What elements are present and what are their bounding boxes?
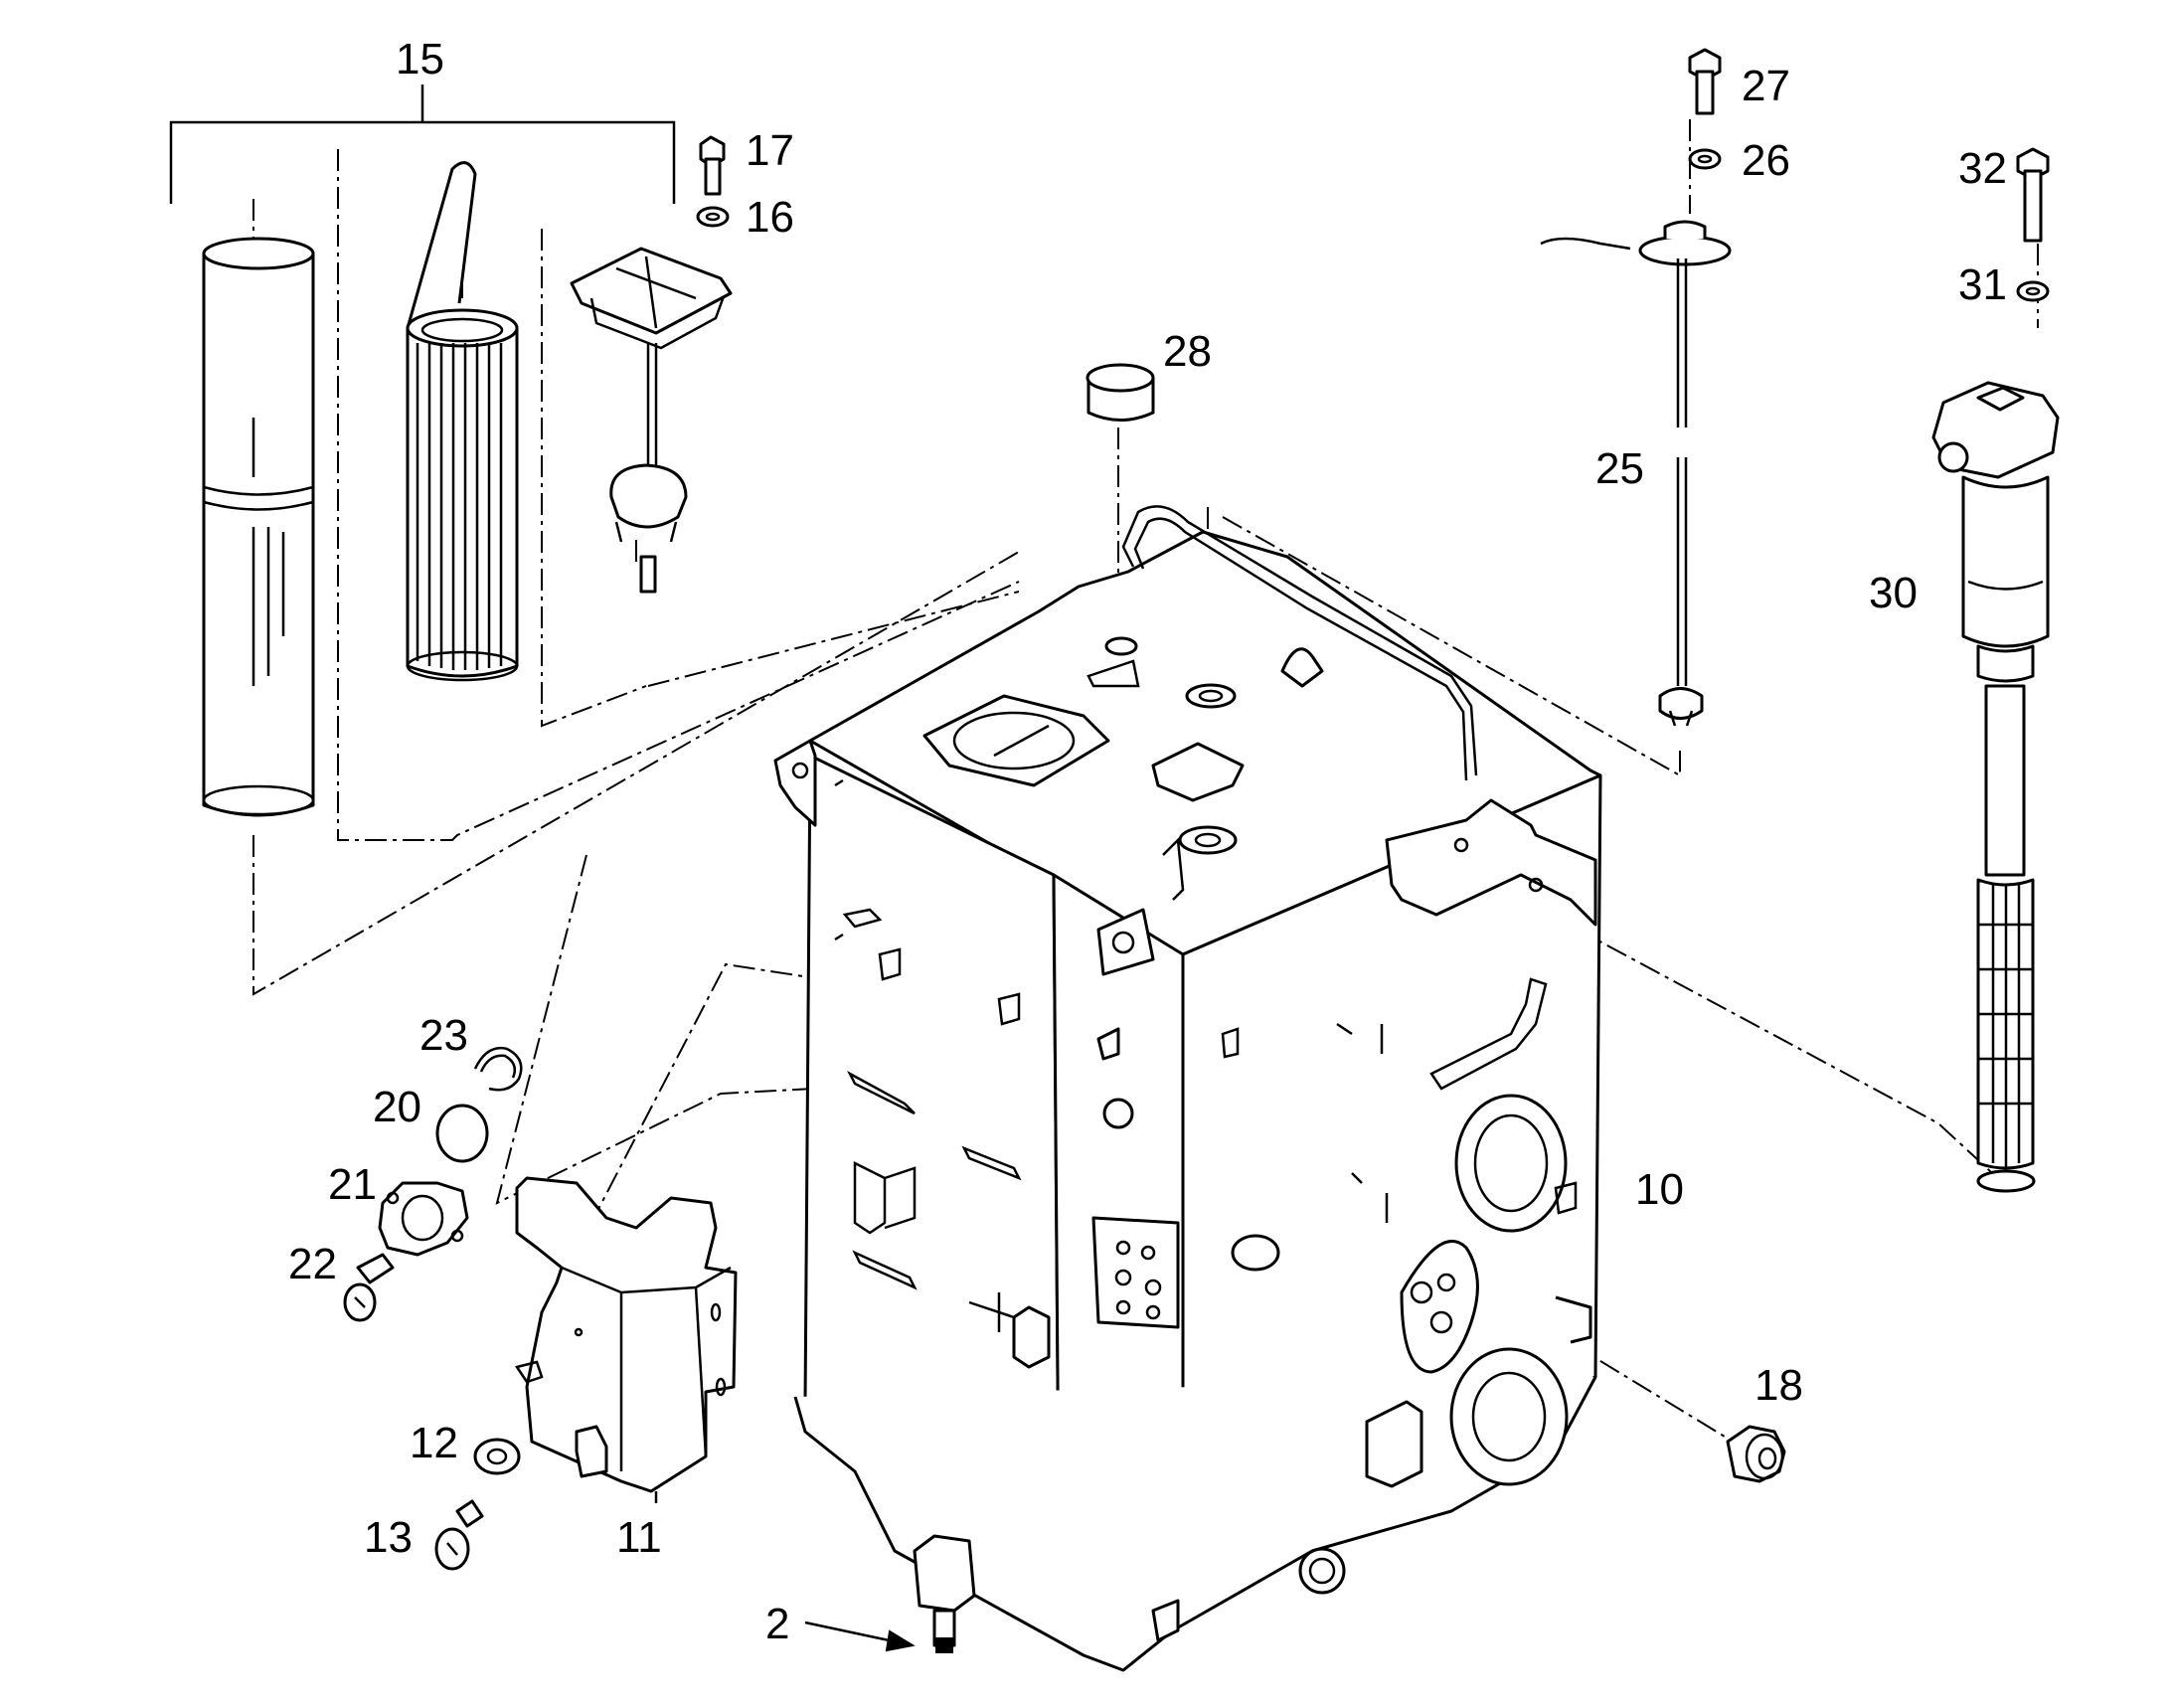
washer-31-part (2016, 280, 2050, 302)
bolt-27-part (1688, 48, 1722, 115)
callout-11: 11 (616, 1513, 662, 1562)
callout-25: 25 (1595, 444, 1644, 493)
screw-13-part (434, 1499, 484, 1571)
tank-body-part (773, 505, 1602, 1672)
callout-32: 32 (1958, 144, 2007, 193)
callout-2: 2 (765, 1600, 790, 1648)
cap-28-part (1086, 363, 1155, 422)
plug-18-part (1726, 1425, 1786, 1483)
washer-12-part (473, 1438, 521, 1475)
level-sensor-25-part (1540, 220, 1732, 727)
callout-20: 20 (373, 1083, 421, 1131)
screw-22-part (343, 1253, 395, 1322)
leader-2 (804, 1621, 916, 1652)
return-filter-30-part (1931, 381, 2060, 1193)
washer-26-part (1688, 148, 1722, 170)
callout-26: 26 (1742, 136, 1790, 185)
callout-18: 18 (1755, 1361, 1803, 1410)
callout-12: 12 (410, 1419, 458, 1467)
callout-27: 27 (1742, 62, 1790, 110)
callout-21: 21 (328, 1160, 377, 1209)
callout-17: 17 (746, 126, 794, 175)
washer-16-part (696, 206, 730, 228)
filter-head-part (570, 247, 733, 594)
filter-tube-part (202, 237, 315, 817)
callout-30: 30 (1869, 569, 1918, 617)
callout-10: 10 (1635, 1165, 1684, 1214)
callout-22: 22 (288, 1240, 337, 1288)
group-bracket-15 (169, 85, 676, 204)
callout-28: 28 (1163, 327, 1212, 376)
callout-31: 31 (1958, 260, 2007, 309)
bracket-11-part (514, 1176, 738, 1503)
disc-20-part (435, 1104, 489, 1163)
callout-15: 15 (396, 35, 444, 84)
flange-21-part (378, 1181, 469, 1257)
ring-23-part (473, 1046, 523, 1092)
bolt-32-part (2016, 147, 2050, 243)
callout-13: 13 (364, 1513, 413, 1562)
bolt-17-part (699, 135, 726, 196)
filter-element-part (406, 161, 519, 682)
callout-16: 16 (746, 193, 794, 242)
callout-23: 23 (419, 1011, 468, 1060)
